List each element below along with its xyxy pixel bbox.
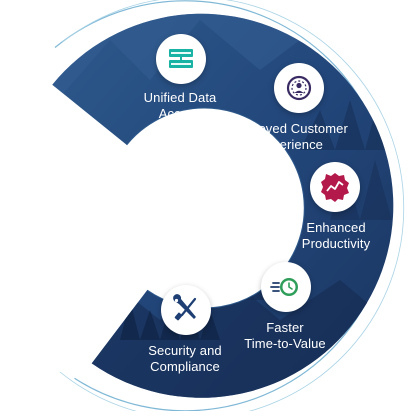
server-icon: [169, 49, 193, 68]
label-line-2: Time-to-Value: [244, 336, 326, 351]
security-badge: [161, 285, 211, 335]
customer-experience-badge: [274, 63, 324, 113]
label-line-2: Productivity: [301, 236, 371, 251]
customer-target-icon: [286, 75, 312, 101]
label-line-1: Improved Customer: [232, 121, 348, 136]
label-line-2: Experience: [256, 137, 324, 152]
productivity-badge: [310, 162, 360, 212]
productivity-label: Enhanced Productivity: [286, 220, 386, 252]
label-line-1: Unified Data: [143, 90, 217, 105]
label-line-2: Access: [158, 106, 202, 121]
customer-experience-label: Improved Customer Experience: [225, 121, 355, 153]
security-label: Security and Compliance: [130, 343, 240, 375]
time-to-value-badge: [261, 262, 311, 312]
unified-data-label: Unified Data Access: [120, 90, 240, 122]
productivity-chart-icon: [321, 173, 349, 202]
label-line-1: Enhanced: [306, 220, 366, 235]
label-line-2: Compliance: [150, 359, 220, 374]
unified-data-badge: [156, 34, 206, 84]
inner-edge: [126, 107, 305, 309]
wrench-screwdriver-icon: [173, 294, 197, 321]
label-line-1: Security and: [148, 343, 222, 358]
fast-clock-icon: [270, 278, 298, 296]
time-to-value-label: Faster Time-to-Value: [235, 320, 335, 352]
outer-outline-arc-2: [59, 0, 405, 416]
label-line-1: Faster: [266, 320, 304, 335]
